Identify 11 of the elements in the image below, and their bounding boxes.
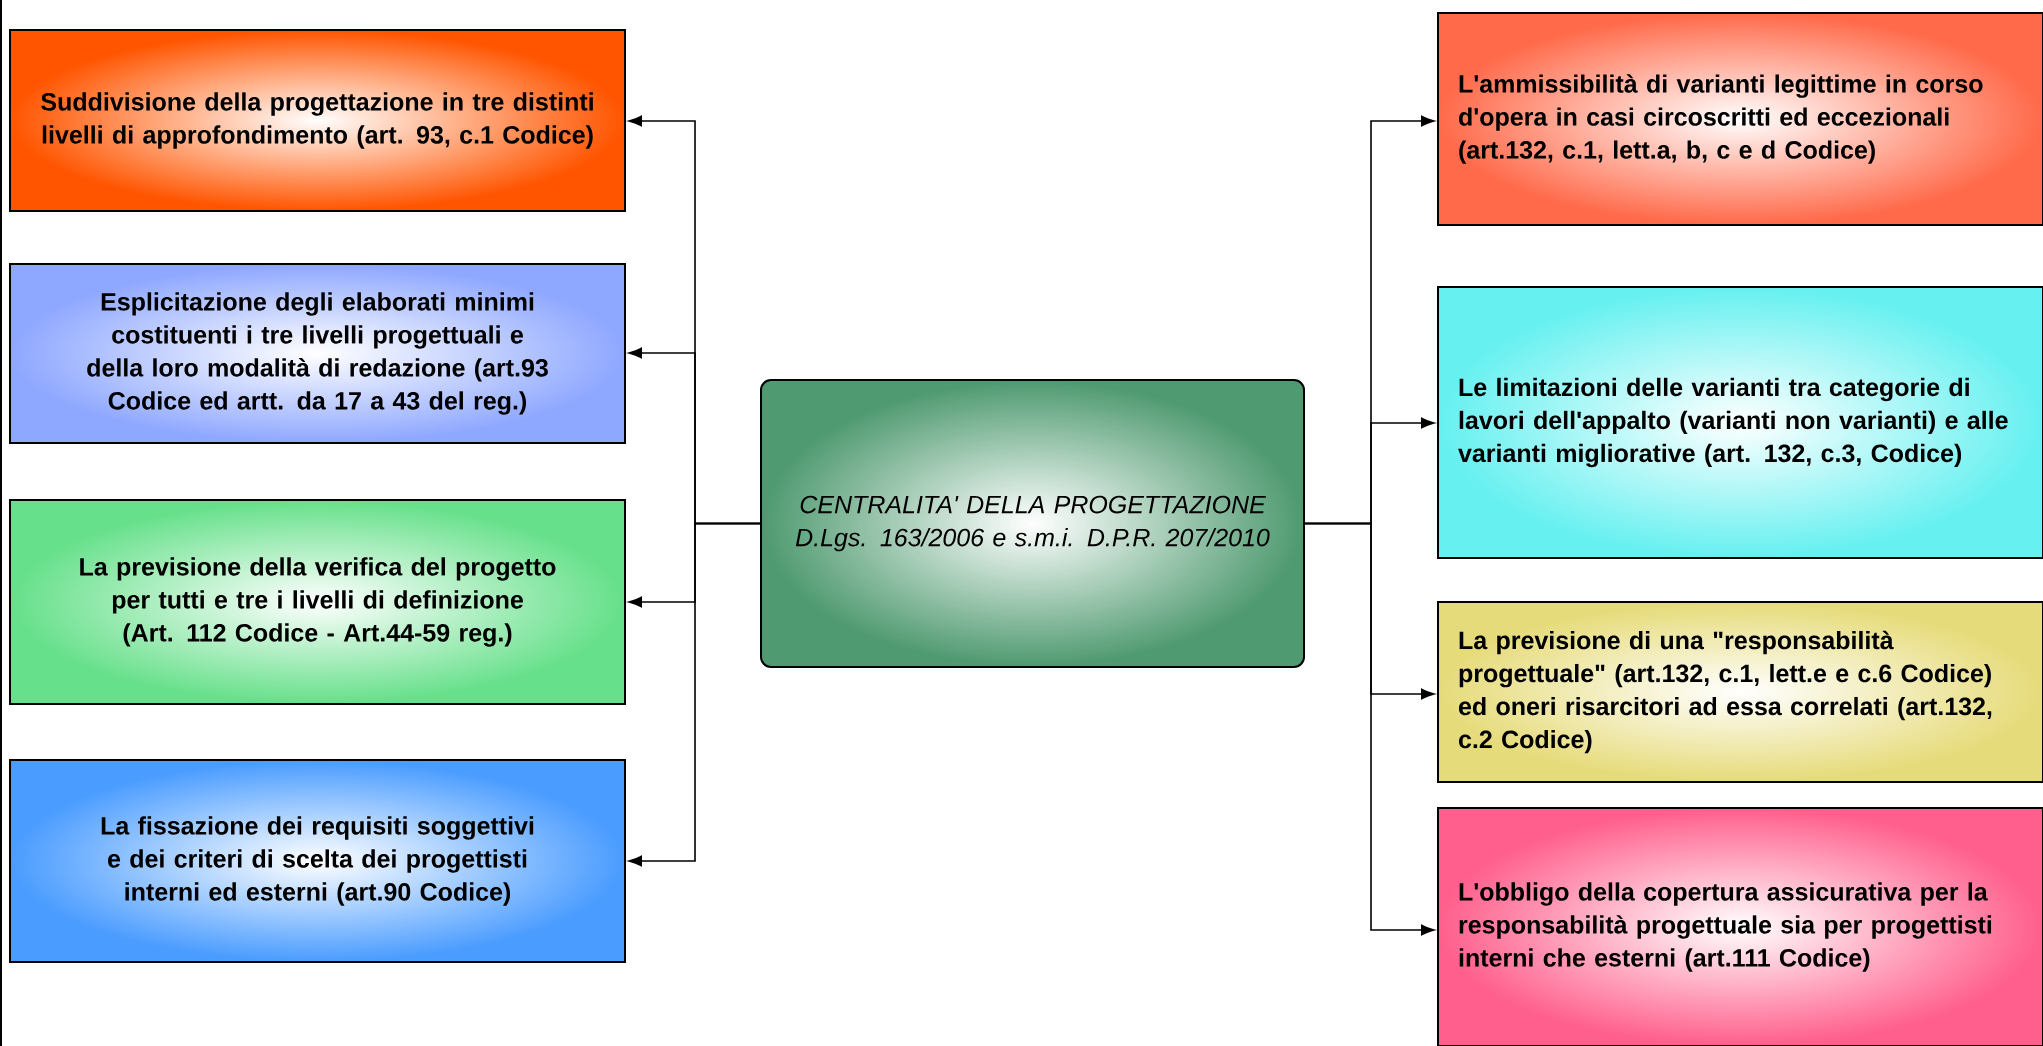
topic-box: CENTRALITA' DELLA PROGETTAZIONE D.Lgs. 163/2006 e s.m.i. D.P.R. 207/2010 (760, 379, 1305, 668)
info-box: Esplicitazione degli elaborati minimi costituenti i tre livelli progettuali e della loro modalità di redazione (art.93 Codice ed artt. da 17 a 43 del reg.) (9, 263, 626, 444)
info-box: Suddivisione della progettazione in tre distinti livelli di approfondimento (art. 93, c.1 Codice) (9, 29, 626, 212)
info-box: La previsione di una "responsabilità progettuale" (art.132, c.1, lett.e e c.6 Codice) ed oneri risarcitori ad essa correlati (art.132, c.2 Codice) (1437, 601, 2043, 783)
arrow (628, 522, 761, 867)
info-box: L'obbligo della copertura assicurativa per la responsabilità progettuale sia per progettisti interni che esterni (art.111 Codice) (1437, 807, 2043, 1046)
info-box: La fissazione dei requisiti soggettivi e dei criteri di scelta dei progettisti interni ed esterni (art.90 Codice) (9, 759, 626, 963)
info-box: Le limitazioni delle varianti tra categorie di lavori dell'appalto (varianti non varianti) e alle varianti migliorative (art. 132, c.3, Codice) (1437, 286, 2043, 559)
info-box: L'ammissibilità di varianti legittime in corso d'opera in casi circoscritti ed eccezionali (art.132, c.1, lett.a, b, c e d Codice) (1437, 12, 2043, 226)
info-box: La previsione della verifica del progetto per tutti e tre i livelli di definizione (Art. 112 Codice - Art.44-59 reg.) (9, 499, 626, 705)
arrow (1304, 522, 1435, 936)
